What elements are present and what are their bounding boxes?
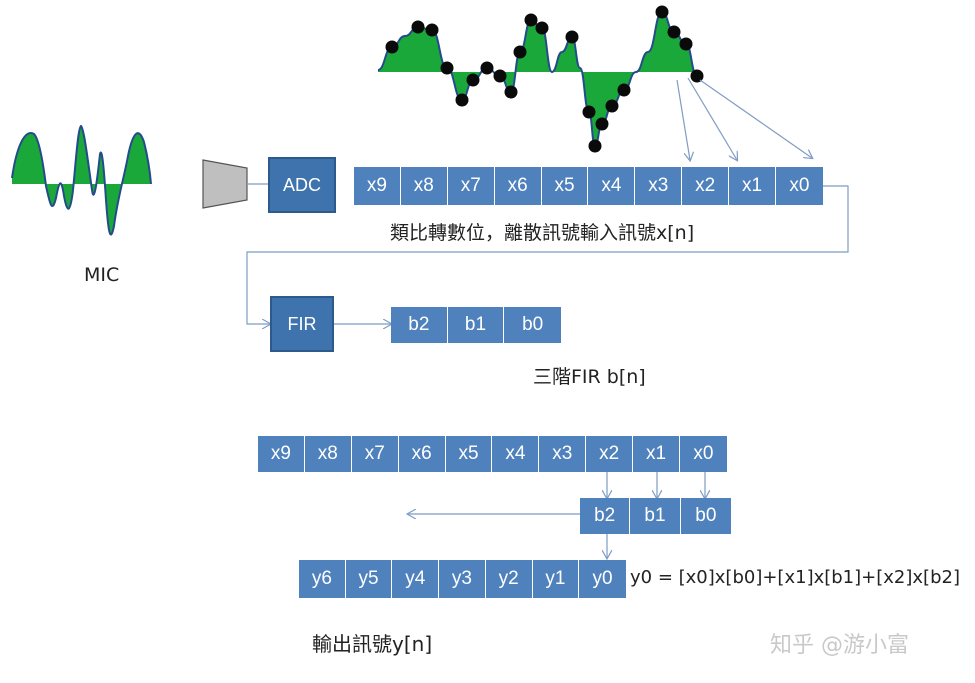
input-caption: 類比轉數位，離散訊號輸入訊號x[n] (390, 222, 695, 244)
sample-dot-17 (617, 83, 631, 97)
conv-cell-x3: x3 (539, 436, 587, 472)
conv-cell-x2: x2 (586, 436, 634, 472)
sample-arrow-x1 (687, 77, 737, 160)
adc-block: ADC (268, 157, 336, 213)
conv-cell-x6: x6 (398, 436, 446, 472)
coef-cell-b0: b0 (504, 307, 561, 343)
input-cell-x9: x9 (354, 167, 401, 205)
conv-cell-x8: x8 (304, 436, 352, 472)
coef-cell-b1: b1 (447, 307, 505, 343)
sample-dot-16 (605, 99, 619, 113)
sample-dot-21 (690, 69, 704, 83)
fir-block: FIR (270, 296, 334, 352)
sample-dot-11 (535, 21, 549, 35)
input-cell-x4: x4 (588, 167, 636, 205)
sample-arrow-x0 (699, 79, 812, 158)
conv-coef-cell-b0: b0 (680, 498, 731, 534)
sample-dot-6 (480, 61, 494, 75)
fir-caption: 三階FIR b[n] (533, 366, 646, 388)
output-equation: y0 = [x0]x[b0]+[x1]x[b1]+[x2]x[b2] (630, 567, 960, 588)
conv-cell-x5: x5 (445, 436, 493, 472)
output-cell-y1: y1 (532, 560, 580, 598)
conv-cell-x7: x7 (351, 436, 399, 472)
conv-coef-cell-b1: b1 (630, 498, 681, 534)
input-cell-x3: x3 (635, 167, 683, 205)
sample-dot-13 (582, 105, 596, 119)
sample-dot-19 (667, 25, 681, 39)
sample-arrow-x2 (676, 79, 690, 160)
conv-cell-x4: x4 (492, 436, 540, 472)
sample-dot-7 (493, 69, 507, 83)
sample-dot-3 (440, 61, 454, 75)
output-cell-y5: y5 (345, 560, 393, 598)
mic-label: MIC (84, 264, 120, 286)
output-cell-y3: y3 (439, 560, 486, 598)
input-cell-x6: x6 (494, 167, 542, 205)
sample-dot-8 (504, 85, 518, 99)
input-cell-x2: x2 (682, 167, 730, 205)
conv-cell-x0: x0 (680, 436, 727, 472)
sampled-waveform (377, 5, 704, 153)
sample-dot-4 (455, 93, 469, 107)
input-cell-x7: x7 (447, 167, 495, 205)
mic-waveform (11, 124, 152, 236)
buffer-to-fir-line (246, 185, 849, 324)
sample-dot-9 (513, 45, 527, 59)
conv-coef-cell-b2: b2 (580, 498, 631, 534)
output-cell-y4: y4 (392, 560, 440, 598)
sample-dot-18 (655, 5, 669, 19)
output-cell-y0: y0 (579, 560, 626, 598)
sample-dot-0 (385, 40, 399, 54)
watermark: 知乎 @游小富 (770, 633, 909, 658)
output-cell-y2: y2 (485, 560, 533, 598)
microphone-icon (202, 159, 248, 209)
input-cell-x8: x8 (400, 167, 448, 205)
sample-dot-12 (565, 30, 579, 44)
conv-cell-x9: x9 (258, 436, 305, 472)
sample-dot-14 (588, 139, 602, 153)
sample-dot-1 (411, 20, 425, 34)
input-cell-x0: x0 (776, 167, 823, 205)
sample-dot-5 (466, 73, 480, 87)
sample-dot-15 (595, 117, 609, 131)
input-cell-x5: x5 (541, 167, 589, 205)
sample-dot-20 (679, 37, 693, 51)
output-caption: 輸出訊號y[n] (312, 632, 433, 656)
conv-cell-x1: x1 (633, 436, 681, 472)
sample-dot-2 (425, 23, 439, 37)
sample-dot-10 (524, 13, 538, 27)
input-cell-x1: x1 (729, 167, 777, 205)
output-cell-y6: y6 (299, 560, 346, 598)
coef-cell-b2: b2 (391, 307, 448, 343)
